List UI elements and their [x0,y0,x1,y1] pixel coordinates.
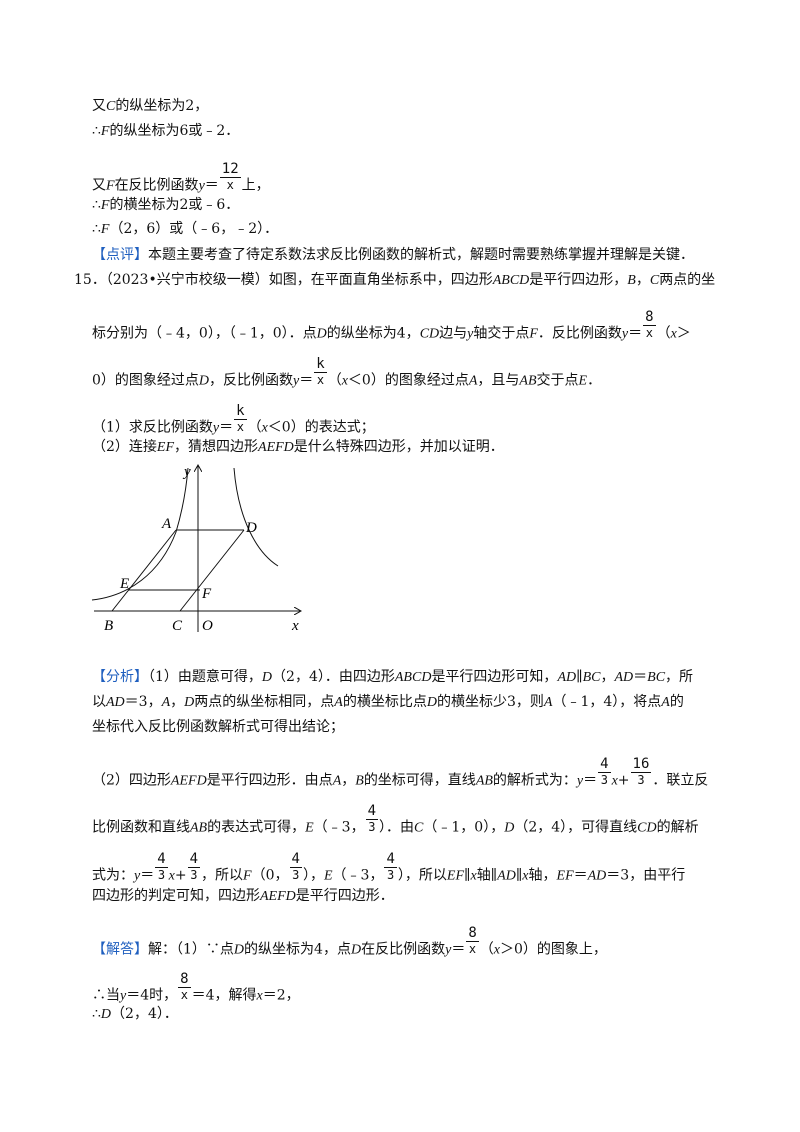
text-line: ∴F的纵坐标为6或﹣2． [92,123,240,139]
coordinate-figure: y x A D E F B C O [88,462,308,638]
solution-line: ∴D（2，4）． [92,1006,178,1022]
analysis-tag: 【分析】 [92,669,148,685]
problem-line: 15．（2023•兴宁市校级一模）如图，在平面直角坐标系中，四边形ABCD是平行… [74,272,716,288]
label-f: F [201,586,212,602]
solution-tag: 【解答】 [92,941,148,958]
text-line: ∴F的横坐标为2或﹣6． [92,197,240,213]
figure-svg: y x A D E F B C O [91,464,308,634]
text-line: 又C的纵坐标为2， [92,98,209,114]
analysis-line: 以AD＝3，A，D两点的纵坐标相同，点A的横坐标比点D的横坐标少3，则A（﹣1，… [92,694,684,710]
label-b: B [104,618,113,634]
side-ab [111,529,177,612]
problem-line: 标分别为（﹣4，0），（﹣1，0）．点D的纵坐标为4，CD边与y轴交于点F．反比… [92,309,691,342]
analysis-line: 坐标代入反比例函数解析式可得出结论； [92,719,344,735]
label-x: x [291,618,299,634]
side-cd [179,529,245,612]
label-a: A [161,516,172,532]
review-tag: 【点评】 [92,247,148,263]
curve-8 [233,467,279,567]
label-o: O [202,618,213,634]
curve-k [91,467,189,601]
text-line: ∴F（2，6）或（﹣6，﹣2）． [92,221,279,237]
label-c: C [172,618,183,634]
analysis-line: 四边形的判定可知，四边形AEFD是平行四边形． [92,888,394,904]
problem-number: 15． [74,272,106,288]
analysis-line: （2）四边形AEFD是平行四边形．由点A，B的坐标可得，直线AB的解析式为：y＝… [92,756,709,789]
question-2: （2）连接EF，猜想四边形AEFD是什么特殊四边形，并加以证明． [92,439,504,455]
label-e: E [119,576,129,592]
label-y: y [182,464,191,480]
label-d: D [245,520,257,536]
analysis-line: 【分析】（1）由题意可得，D（2，4）．由四边形ABCD是平行四边形可知，AD∥… [92,669,694,685]
review-line: 【点评】本题主要考查了待定系数法求反比例函数的解析式，解题时需要熟练掌握并理解是… [92,247,694,263]
